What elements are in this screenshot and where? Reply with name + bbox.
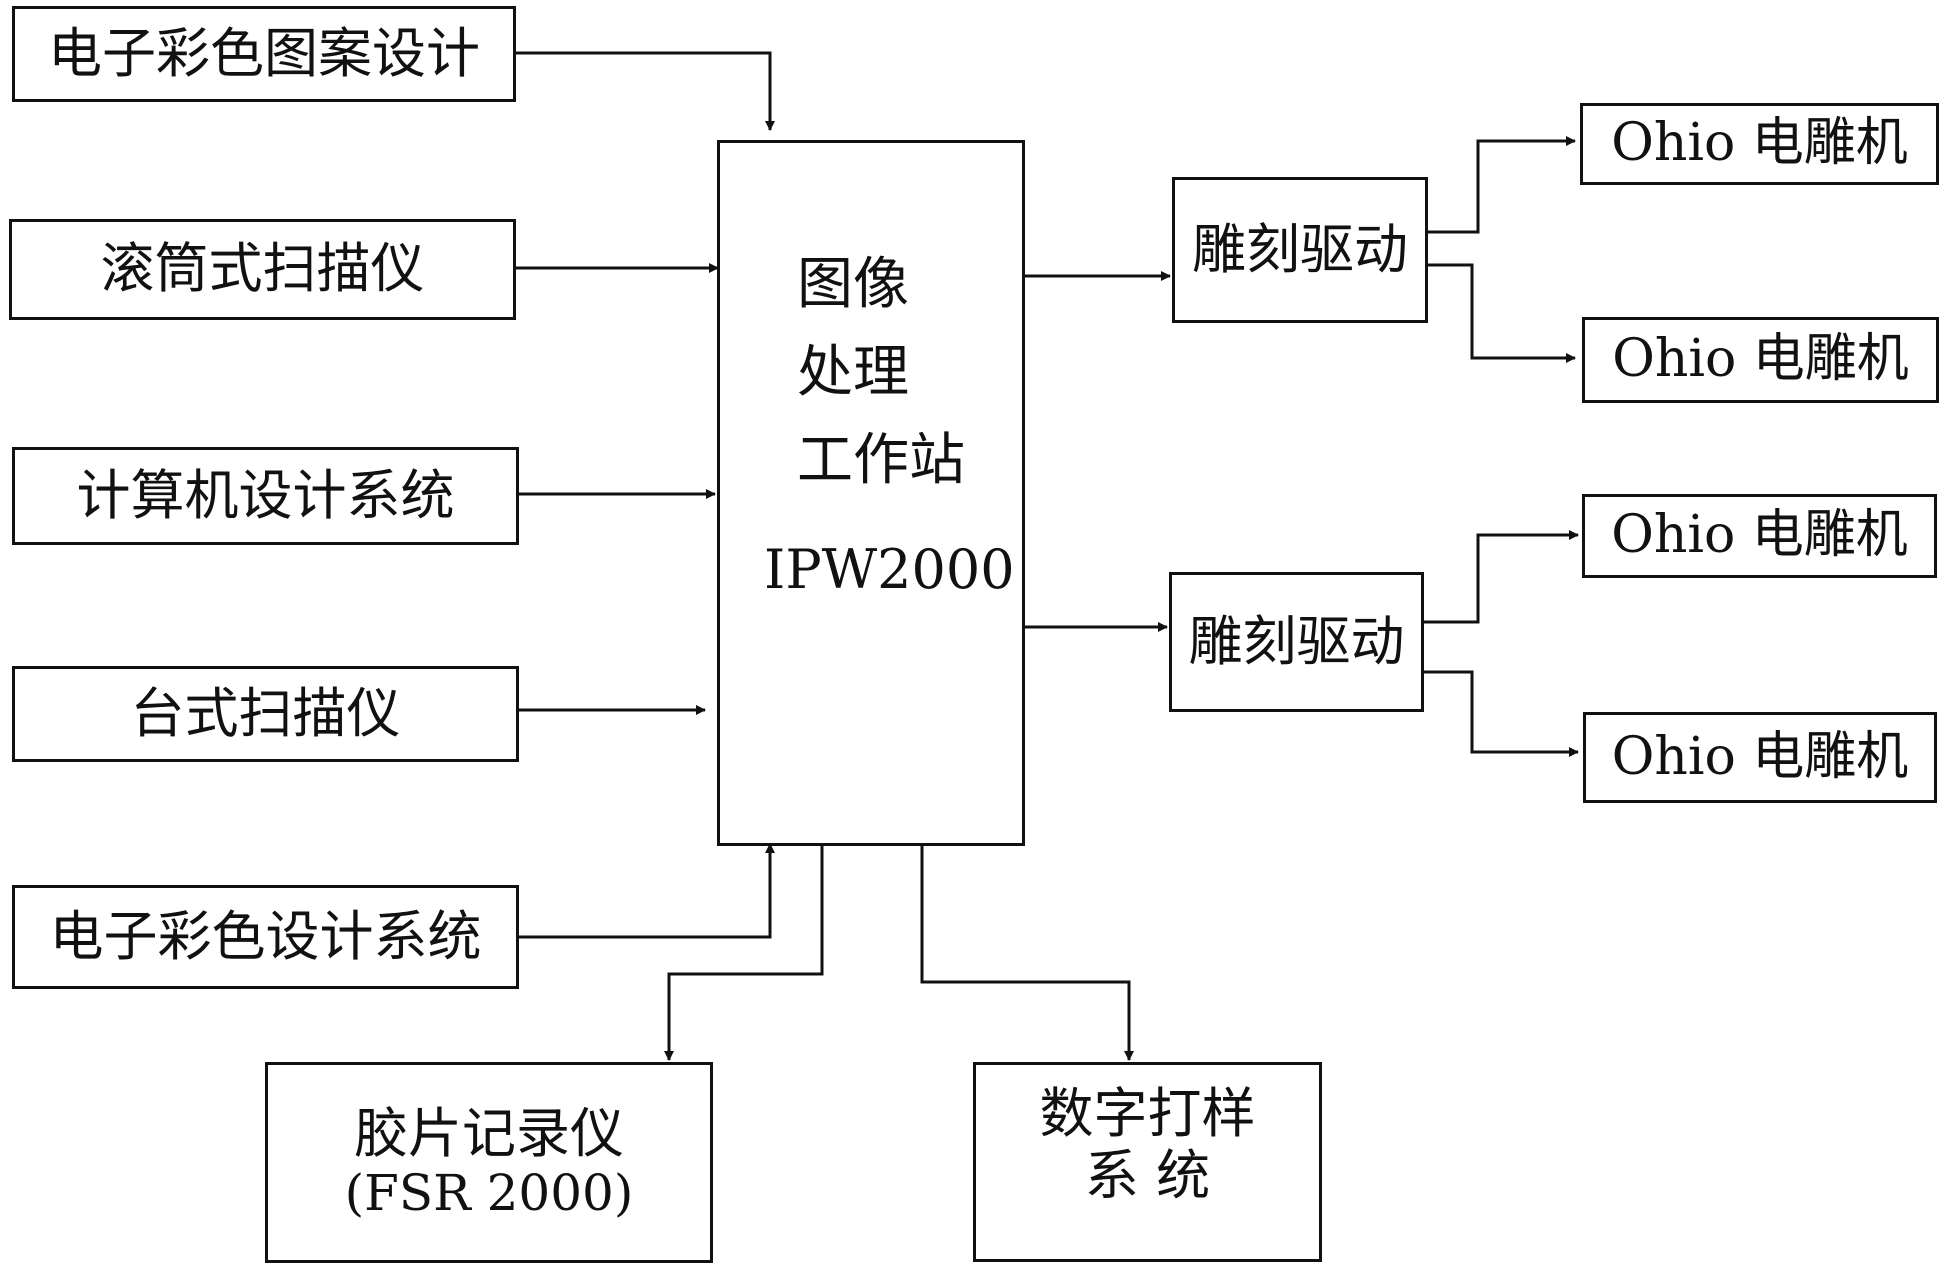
label-ohio-engraver-1: Ohio 电雕机 (1611, 113, 1908, 174)
box-image-processing-workstation: 图像 处理 工作站 IPW2000 (717, 140, 1025, 846)
arrow-drive-2-to-engraver-3 (1422, 530, 1579, 624)
arrow-pattern-design-to-workstation (514, 51, 775, 131)
arrow-drive-2-to-engraver-4 (1422, 670, 1579, 757)
arrow-color-design-system-to-workstation (517, 843, 775, 939)
box-computer-design-system: 计算机设计系统 (12, 447, 519, 545)
box-electronic-pattern-design: 电子彩色图案设计 (12, 6, 516, 102)
label-computer-design-system: 计算机设计系统 (76, 463, 455, 527)
arrow-drive-1-to-engraver-1 (1426, 136, 1576, 234)
label-electronic-color-design-system: 电子彩色设计系统 (49, 904, 482, 968)
box-ohio-engraver-4: Ohio 电雕机 (1583, 712, 1937, 803)
box-ohio-engraver-1: Ohio 电雕机 (1580, 103, 1939, 185)
label-workstation-line1: 图像 (797, 252, 909, 317)
box-electronic-color-design-system: 电子彩色设计系统 (12, 885, 519, 989)
label-workstation-line2: 处理 (797, 340, 909, 405)
box-engraving-drive-2: 雕刻驱动 (1169, 572, 1424, 712)
box-ohio-engraver-2: Ohio 电雕机 (1582, 317, 1939, 403)
label-digital-proofing-line1: 数字打样 (1039, 1082, 1256, 1145)
label-ohio-engraver-4: Ohio 电雕机 (1611, 726, 1909, 787)
arrow-workstation-to-digital-proofing (920, 844, 1134, 1061)
box-engraving-drive-1: 雕刻驱动 (1172, 177, 1428, 323)
box-drum-scanner: 滚筒式扫描仪 (9, 219, 516, 320)
box-flatbed-scanner: 台式扫描仪 (12, 666, 519, 762)
label-flatbed-scanner: 台式扫描仪 (130, 681, 401, 745)
label-film-recorder-model: (FSR 2000) (344, 1163, 634, 1222)
label-engraving-drive-2: 雕刻驱动 (1188, 609, 1405, 673)
label-film-recorder: 胶片记录仪 (354, 1101, 624, 1165)
label-electronic-pattern-design: 电子彩色图案设计 (48, 21, 480, 85)
arrow-drive-1-to-engraver-2 (1426, 263, 1576, 363)
label-ohio-engraver-2: Ohio 电雕机 (1612, 329, 1909, 390)
box-digital-proofing-system: 数字打样 系 统 (973, 1062, 1322, 1262)
label-ohio-engraver-3: Ohio 电雕机 (1611, 505, 1908, 566)
box-ohio-engraver-3: Ohio 电雕机 (1582, 494, 1937, 578)
arrow-workstation-to-film-recorder (664, 844, 824, 1061)
box-film-recorder: 胶片记录仪 (FSR 2000) (265, 1062, 713, 1263)
label-workstation-model: IPW2000 (764, 538, 1015, 601)
label-engraving-drive-1: 雕刻驱动 (1192, 217, 1408, 281)
label-digital-proofing-line2: 系 统 (1084, 1144, 1211, 1208)
label-workstation-line3: 工作站 (797, 428, 965, 493)
label-drum-scanner: 滚筒式扫描仪 (100, 237, 425, 301)
